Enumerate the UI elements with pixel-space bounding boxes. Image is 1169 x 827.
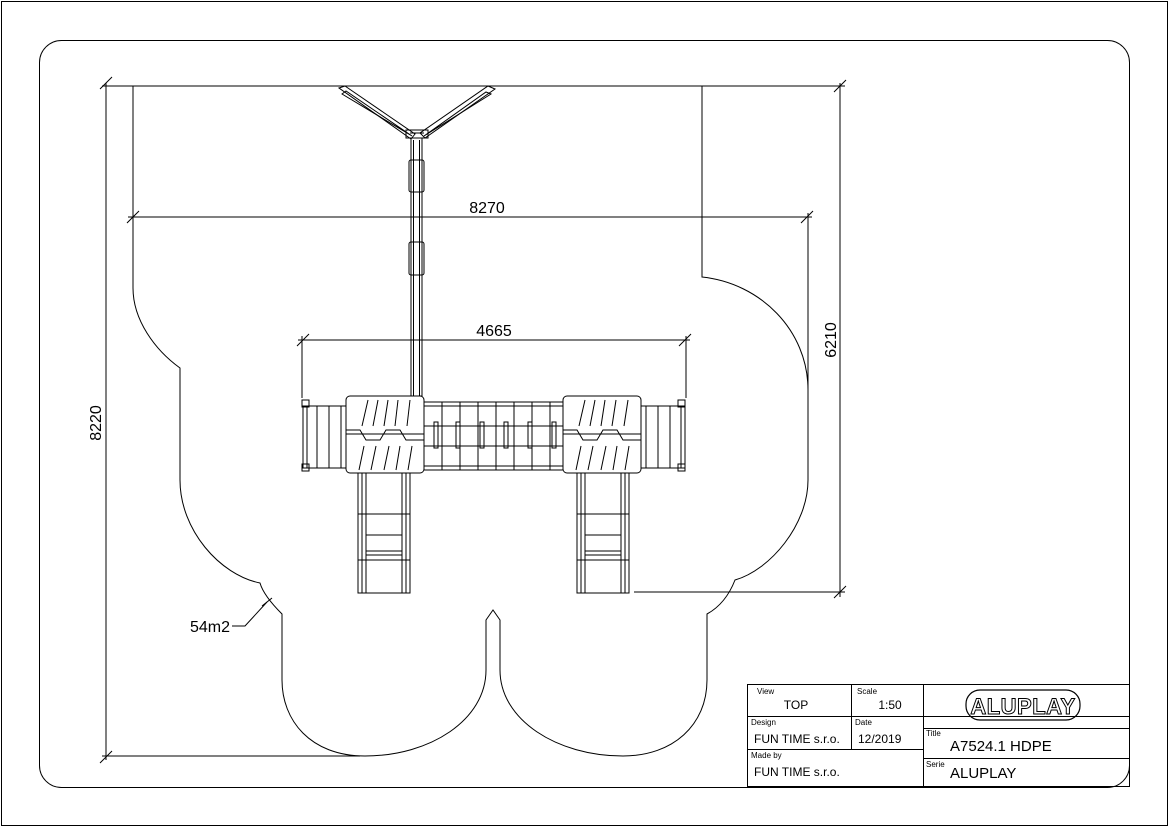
scale-label: Scale xyxy=(857,687,878,696)
dimension-width-inner: 4665 xyxy=(476,323,512,340)
playground-structure xyxy=(301,85,686,594)
date-label: Date xyxy=(855,718,872,727)
scale-value: 1:50 xyxy=(878,698,902,712)
logo-text: ALUPLAY xyxy=(970,694,1075,719)
dimension-width-total: 8270 xyxy=(469,200,505,217)
date-value: 12/2019 xyxy=(858,732,902,746)
safety-zone-outline xyxy=(132,85,809,757)
title-value: A7524.1 HDPE xyxy=(950,738,1052,755)
title-block xyxy=(747,684,1130,787)
serie-value: ALUPLAY xyxy=(950,765,1016,782)
dimension-lines xyxy=(99,76,847,764)
madeby-label: Made by xyxy=(751,751,782,760)
view-label: View xyxy=(757,687,774,696)
area-label: 54m2 xyxy=(190,619,230,636)
serie-label: Serie xyxy=(926,760,945,769)
view-value: TOP xyxy=(784,698,808,712)
title-label: Title xyxy=(926,729,941,738)
dimension-height-right: 6210 xyxy=(823,322,840,358)
design-value: FUN TIME s.r.o. xyxy=(754,732,840,746)
design-label: Design xyxy=(751,718,776,727)
dimension-height-total: 8220 xyxy=(88,405,105,441)
drawing-frame xyxy=(39,40,1130,788)
aluplay-logo: ALUPLAY xyxy=(965,689,1081,721)
madeby-value: FUN TIME s.r.o. xyxy=(754,765,840,779)
